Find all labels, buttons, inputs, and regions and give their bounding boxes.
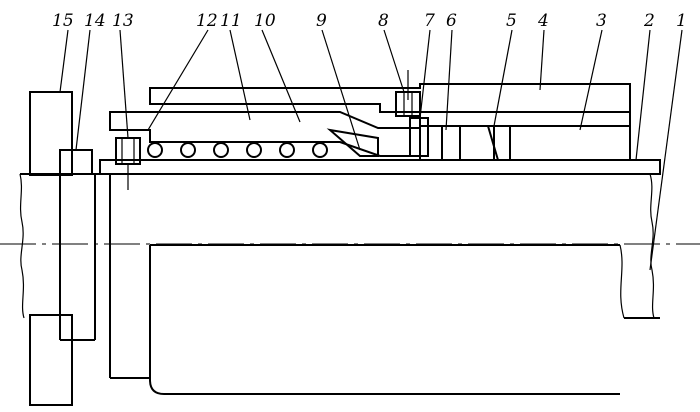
spring-coils (147, 142, 328, 158)
packing-rings (409, 117, 631, 161)
label-9: 9 (316, 11, 327, 31)
label-12: 12 (196, 11, 218, 31)
shaft (19, 173, 660, 395)
spring-carrier (109, 111, 421, 157)
label-11: 11 (220, 11, 242, 31)
label-1: 1 (676, 11, 687, 31)
label-15: 15 (52, 11, 74, 31)
leader-lines (59, 29, 683, 271)
label-3: 3 (596, 11, 607, 31)
label-8: 8 (378, 11, 389, 31)
housing-wall (29, 91, 73, 406)
label-13: 13 (112, 11, 134, 31)
set-screw (395, 70, 421, 117)
label-10: 10 (254, 11, 276, 31)
label-5: 5 (506, 11, 517, 31)
gland-housing (149, 83, 631, 161)
label-6: 6 (446, 11, 457, 31)
part-labels: 15 14 13 12 11 10 9 8 7 6 5 4 3 2 1 (52, 11, 687, 31)
shaft-sleeve (99, 159, 661, 175)
label-4: 4 (537, 11, 549, 31)
label-2: 2 (643, 11, 655, 31)
label-7: 7 (424, 11, 435, 31)
label-14: 14 (84, 11, 106, 31)
